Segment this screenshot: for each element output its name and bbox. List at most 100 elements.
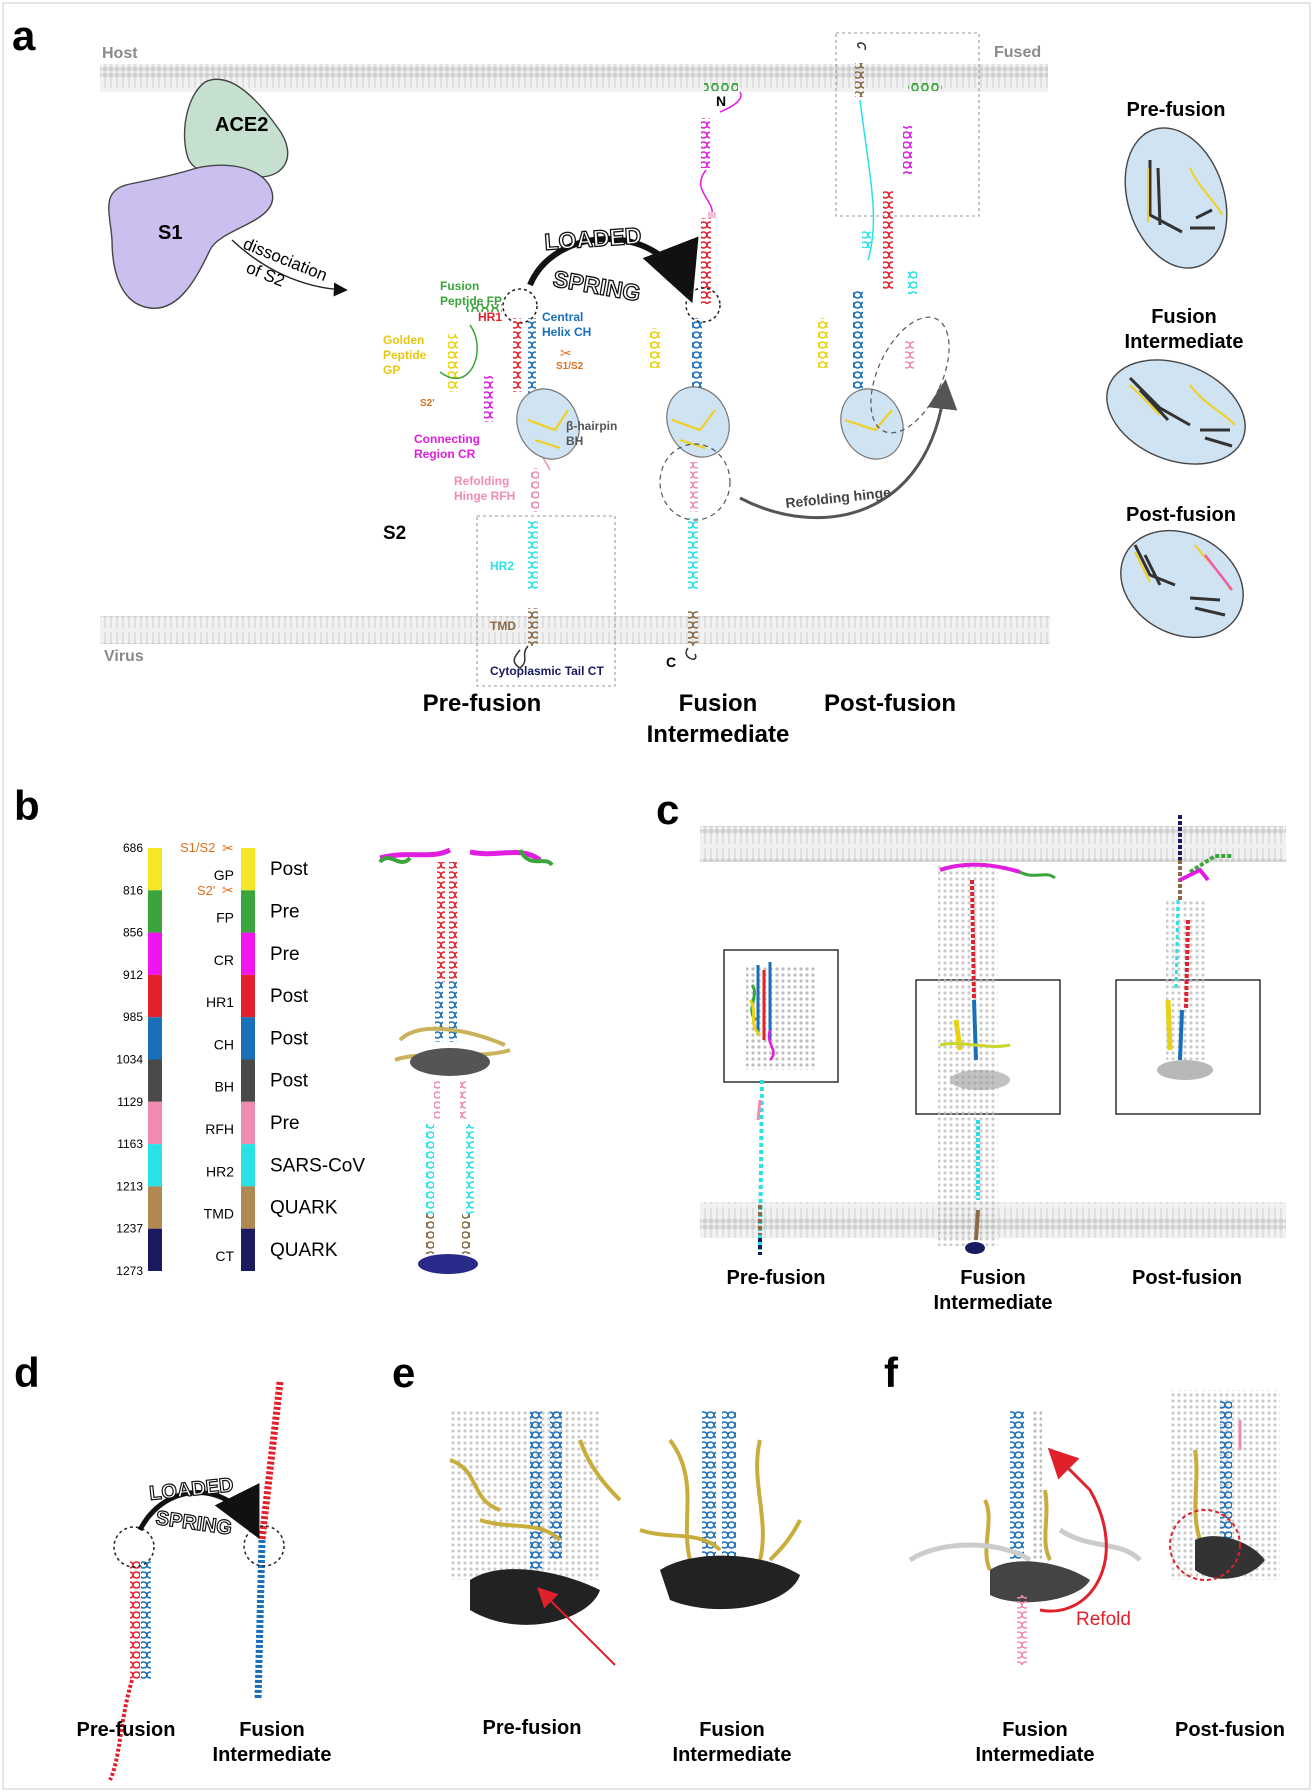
domain-segment-bh <box>148 1059 162 1102</box>
source-segment-hr2 <box>241 1144 255 1187</box>
c-caption-intermediate-2: Intermediate <box>934 1292 1053 1314</box>
cleavage-s1s2-label: S1/S2 <box>180 840 215 855</box>
source-segment-ct <box>241 1228 255 1271</box>
ch-label-1: Central <box>542 310 583 324</box>
c-intermediate-model <box>915 862 1061 1254</box>
e-prefusion-model <box>449 1410 622 1666</box>
source-segment-hr1 <box>241 974 255 1018</box>
rfh-label-1: Refolding <box>454 474 509 488</box>
s1-blob <box>108 164 274 309</box>
full-length-structure <box>378 847 554 1274</box>
panel-label-a: a <box>12 12 36 59</box>
side-intermediate-schematic <box>1106 359 1246 465</box>
residue-number: 856 <box>123 926 143 940</box>
domain-source-label: Pre <box>270 901 300 922</box>
d-intermediate-helix <box>243 1381 285 1701</box>
domain-label: BH <box>215 1079 234 1095</box>
caption-postfusion: Post-fusion <box>824 690 956 717</box>
c-caption-prefusion: Pre-fusion <box>727 1267 826 1289</box>
source-segment-gp <box>241 848 255 891</box>
prefusion-structure <box>439 288 616 687</box>
virus-label: Virus <box>104 648 144 665</box>
f-postfusion-model <box>1169 1390 1280 1581</box>
cleavage-s1s2-scissors-icon: ✂ <box>222 840 234 856</box>
host-label: Host <box>102 45 138 62</box>
refolding-hinge-label: Refolding hinge <box>785 484 892 511</box>
e-caption-intermediate-1: Fusion <box>699 1719 765 1741</box>
cr-label-2: Region CR <box>414 447 476 461</box>
domain-segment-hr1 <box>148 974 162 1018</box>
domain-segment-ch <box>148 1017 162 1060</box>
side-postfusion-schematic <box>1120 529 1244 639</box>
gp-label-1: Golden <box>383 333 424 347</box>
virus-membrane <box>100 616 1050 644</box>
domain-label: HR2 <box>206 1163 234 1179</box>
residue-number: 1237 <box>116 1222 143 1236</box>
side-prefusion-schematic <box>1124 127 1228 269</box>
fp-label-2: Peptide FP <box>440 294 502 308</box>
domain-segment-tmd <box>148 1186 162 1229</box>
panel-label-f: f <box>884 1349 899 1396</box>
c-term-label: C <box>666 654 676 670</box>
hr1-label: HR1 <box>478 310 502 324</box>
domain-source-label: Pre <box>270 1113 300 1134</box>
f-caption-intermediate-2: Intermediate <box>976 1744 1095 1766</box>
s2-label: S2 <box>383 523 406 544</box>
domain-segment-gp <box>148 848 162 891</box>
source-segment-tmd <box>241 1186 255 1229</box>
e-intermediate-model <box>639 1410 802 1610</box>
f-intermediate-model <box>908 1410 1142 1665</box>
domain-segment-fp <box>148 890 162 933</box>
postfusion-structure <box>818 32 980 460</box>
domain-bar <box>148 848 255 1271</box>
side-intermediate-title-1: Fusion <box>1151 306 1217 328</box>
s1-label: S1 <box>158 222 182 244</box>
d-loaded-label: LOADED <box>148 1474 234 1505</box>
panel-label-e: e <box>392 1349 415 1396</box>
caption-intermediate-1: Fusion <box>679 690 758 717</box>
c-host-membrane <box>700 826 1286 862</box>
n-term-label: N <box>716 93 726 109</box>
domain-segment-ct <box>148 1228 162 1271</box>
loaded-label: LOADED <box>544 222 643 255</box>
domain-label: HR1 <box>206 994 234 1010</box>
domain-source-label: Post <box>270 986 309 1007</box>
domain-source-label: Pre <box>270 944 300 965</box>
residue-number: 1163 <box>117 1137 143 1151</box>
c-caption-intermediate-1: Fusion <box>960 1267 1026 1289</box>
side-prefusion-title: Pre-fusion <box>1127 99 1226 121</box>
bh-label-1: β-hairpin <box>566 419 617 433</box>
gp-label-3: GP <box>383 363 400 377</box>
side-postfusion-title: Post-fusion <box>1126 504 1236 526</box>
f-caption-postfusion: Post-fusion <box>1175 1719 1285 1741</box>
e-caption-intermediate-2: Intermediate <box>673 1744 792 1766</box>
domain-label: RFH <box>205 1121 234 1137</box>
ace2-label: ACE2 <box>215 114 268 136</box>
e-caption-prefusion: Pre-fusion <box>483 1717 582 1739</box>
d-caption-prefusion: Pre-fusion <box>77 1719 176 1741</box>
domain-source-label: Post <box>270 1071 309 1092</box>
domain-segment-cr <box>148 932 162 975</box>
ch-label-2: Helix CH <box>542 325 591 339</box>
residue-number: 1129 <box>117 1095 143 1109</box>
residue-number: 816 <box>123 883 143 897</box>
c-prefusion-model <box>723 949 839 1255</box>
domain-source-label: SARS-CoV <box>270 1155 365 1176</box>
host-membrane <box>100 64 1048 92</box>
rfh-label-2: Hinge RFH <box>454 489 515 503</box>
f-caption-intermediate-1: Fusion <box>1002 1719 1068 1741</box>
s2prime-label: S2' <box>420 398 435 409</box>
cr-label-1: Connecting <box>414 432 480 446</box>
ct-label: Cytoplasmic Tail CT <box>490 664 604 678</box>
dissociation-arrow <box>231 239 348 297</box>
fused-label: Fused <box>994 44 1041 61</box>
c-caption-postfusion: Post-fusion <box>1132 1267 1242 1289</box>
d-loaded-spring-arrow <box>137 1483 260 1539</box>
side-intermediate-title-2: Intermediate <box>1125 331 1244 353</box>
domain-source-label: QUARK <box>270 1198 338 1219</box>
d-spring-label: SPRING <box>154 1507 233 1539</box>
hr2-label: HR2 <box>490 559 514 573</box>
